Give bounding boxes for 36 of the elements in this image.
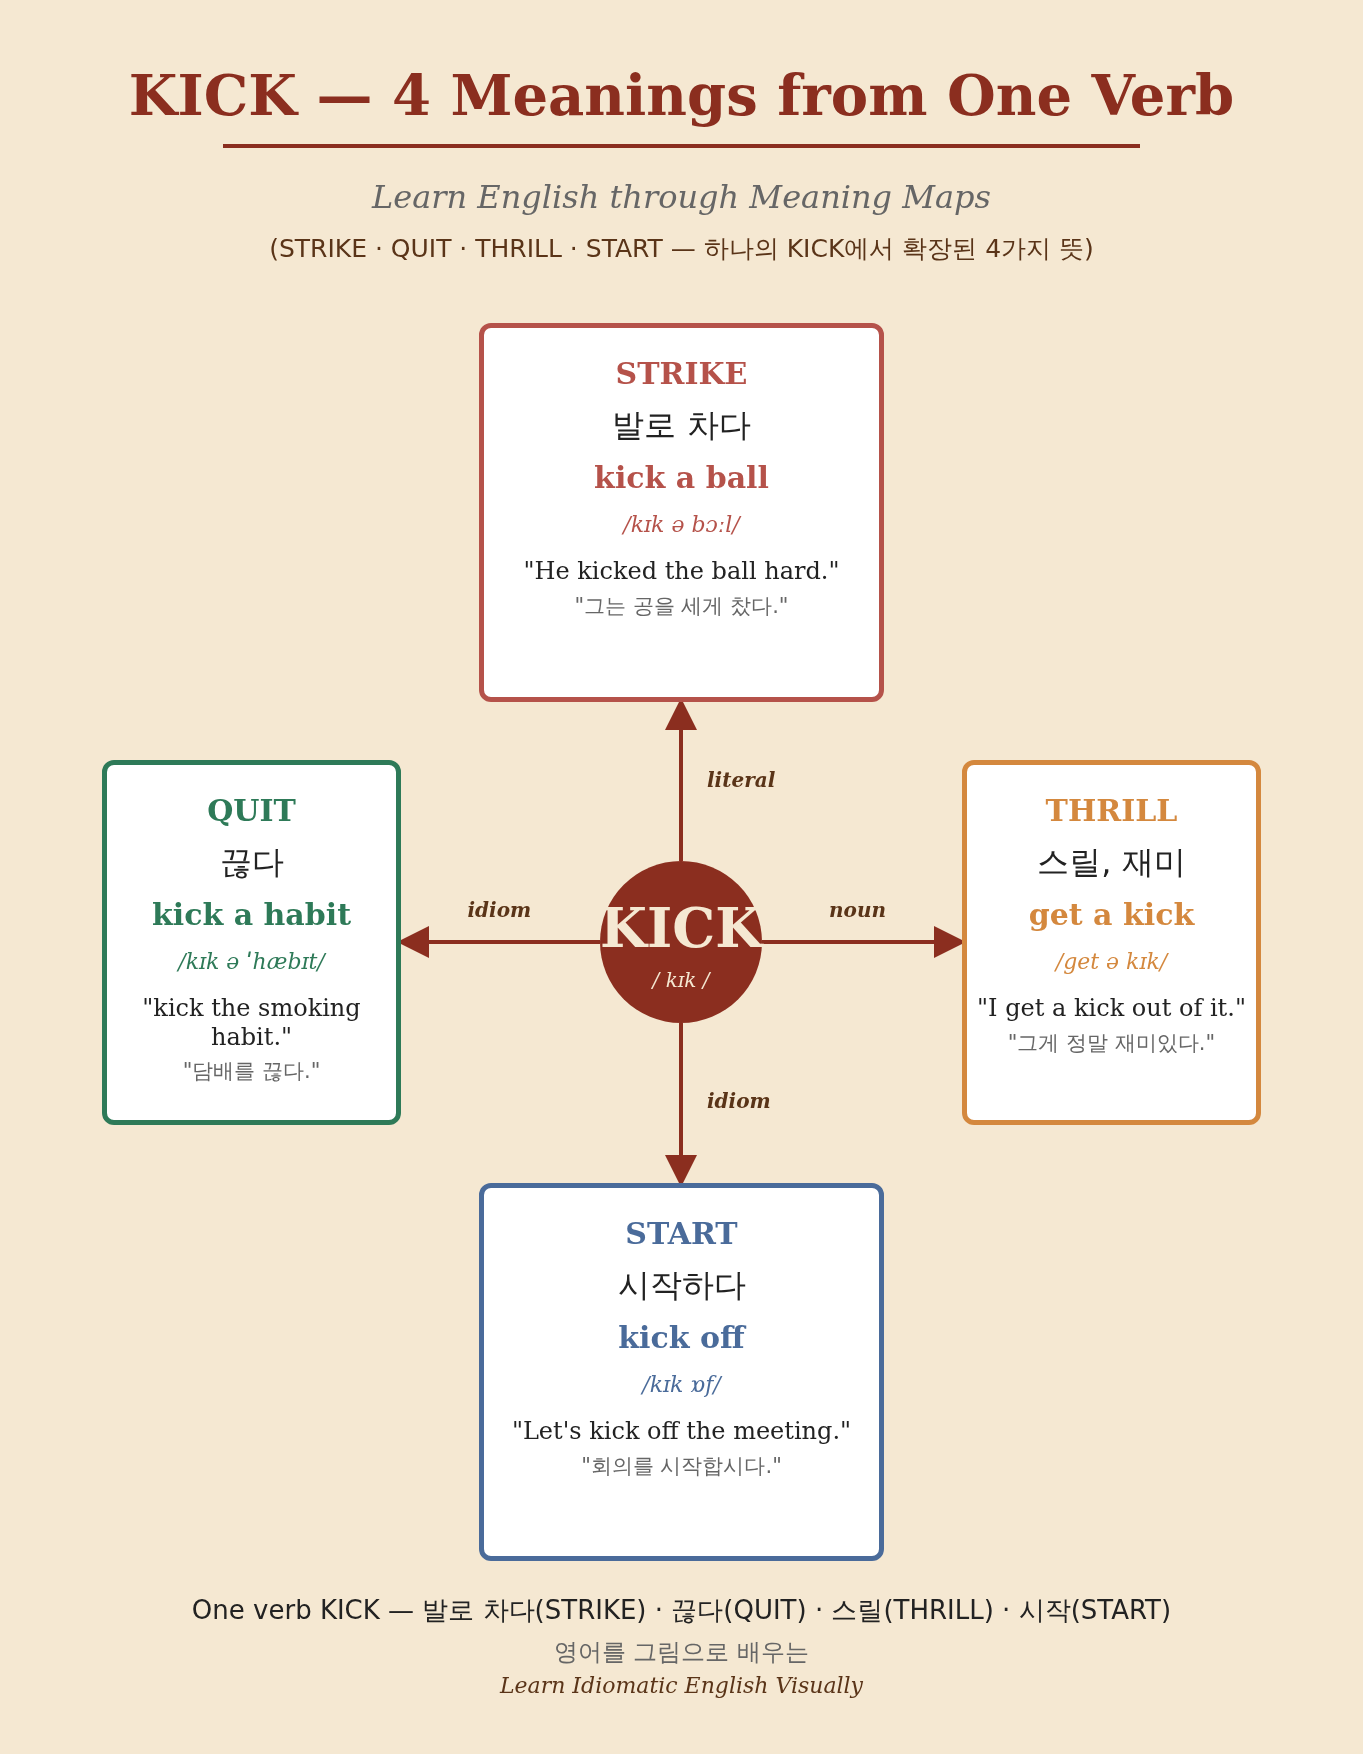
pronunciation: /kɪk ə ˈhæbɪt/ (178, 949, 325, 976)
example-sentence: "kick the smoking habit." (141, 993, 362, 1052)
example-phrase: kick off (618, 1320, 745, 1357)
pronunciation: /kɪk ə bɔːl/ (623, 512, 740, 539)
center-word: KICK (599, 895, 763, 961)
korean-translation: "그는 공을 세게 찼다." (574, 593, 789, 619)
example-sentence: "Let's kick off the meeting." (511, 1416, 852, 1446)
pronunciation: /kɪk ɒf/ (642, 1372, 721, 1399)
pronunciation: /get ə kɪk/ (1055, 949, 1168, 976)
example-phrase: kick a ball (594, 460, 769, 497)
summary-line: One verb KICK — 발로 차다(STRIKE) · 끊다(QUIT) · 스릴(THRILL) · 시작(START) (191, 1595, 1172, 1625)
example-sentence: "I get a kick out of it." (977, 993, 1246, 1023)
meaning-heading: THRILL (1045, 793, 1178, 829)
meaning-card (479, 323, 884, 702)
meaning-card (962, 760, 1261, 1125)
korean-subtitle: (STRIKE · QUIT · THRILL · START — 하나의 KICK에서 확장된 4가지 뜻) (269, 234, 1094, 263)
pronunciation: / kɪk / (652, 968, 710, 993)
korean-translation: "그게 정말 재미있다." (1007, 1030, 1216, 1056)
meaning-heading: START (625, 1216, 738, 1252)
footer-tagline: Learn Idiomatic English Visually (499, 1673, 864, 1698)
meaning-card (102, 760, 401, 1125)
meaning-heading: QUIT (207, 793, 296, 829)
subtitle: Learn English through Meaning Maps (372, 178, 991, 216)
korean-meaning: 발로 차다 (612, 406, 751, 445)
footer-text: 영어를 그림으로 배우는 (553, 1638, 810, 1666)
example-sentence: "He kicked the ball hard." (523, 556, 840, 586)
korean-meaning: 스릴, 재미 (1037, 843, 1186, 882)
title: KICK — 4 Meanings from One Verb (127, 62, 1236, 128)
example-phrase: kick a habit (151, 897, 351, 934)
example-phrase: get a kick (1028, 897, 1195, 934)
korean-meaning: 끊다 (219, 843, 284, 882)
korean-translation: "회의를 시작합시다." (581, 1453, 782, 1479)
meaning-heading: STRIKE (615, 356, 748, 392)
korean-meaning: 시작하다 (617, 1266, 746, 1305)
korean-translation: "담배를 끊다." (182, 1059, 321, 1085)
meaning-card (479, 1183, 884, 1561)
